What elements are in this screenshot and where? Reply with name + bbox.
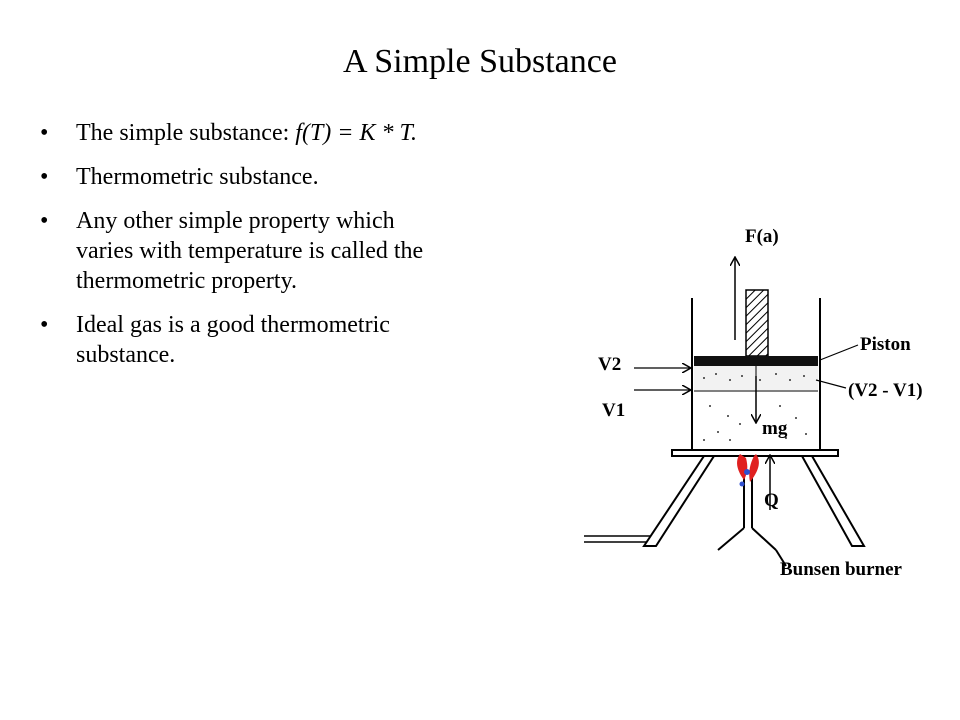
force-label: F(a) [745,226,779,247]
piston-pointer [819,344,859,361]
flame [737,454,759,487]
stand-legs [642,455,866,547]
bullet-item: • Ideal gas is a good thermometric subst… [40,310,560,370]
bullet-item: • The simple substance: f(T) = K * T. [40,118,560,148]
v1-label: V1 [602,400,625,421]
piston-cylinder-diagram: F(a) mg V2 V1 Piston [584,226,923,580]
bullet-glyph: • [40,208,49,234]
bullet-text: The simple substance: [76,120,296,146]
bullet-glyph: • [40,164,49,190]
weight-label: mg [762,418,788,439]
gas-particles [703,373,807,441]
bunsen-burner [717,472,787,567]
piston-rod [745,289,769,357]
slide-title: A Simple Substance [343,43,617,80]
bullet-text: Ideal gas is a good thermometric substan… [76,312,390,368]
heat-label: Q [764,490,779,511]
bullet-text: Any other simple property which varies w… [76,208,424,294]
piston-label: Piston [860,334,911,355]
bullet-formula: f(T) = K * T. [295,120,418,146]
bullet-text: Thermometric substance. [76,164,319,190]
bullet-glyph: • [40,120,49,146]
bullet-glyph: • [40,312,49,338]
bullet-item: • Any other simple property which varies… [40,206,560,296]
delta-volume-label: (V2 - V1) [848,380,923,401]
piston [694,356,818,366]
delta-pointer [815,379,847,389]
bullet-list: • The simple substance: f(T) = K * T. • … [40,118,560,384]
burner-label: Bunsen burner [780,559,903,580]
bullet-item: • Thermometric substance. [40,162,560,192]
v2-label: V2 [598,354,621,375]
